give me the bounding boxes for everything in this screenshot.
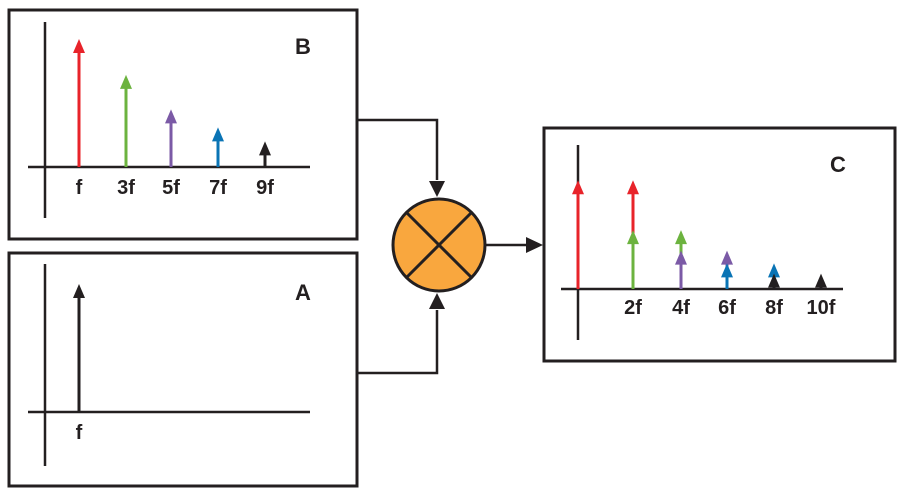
- spectral-arrowhead-icon: [627, 180, 639, 195]
- spectral-arrowhead-icon: [572, 180, 584, 195]
- tick-label-f: f: [76, 177, 83, 199]
- connector-a-to-mixer: [357, 310, 439, 375]
- panel-a-spectral-lines: [73, 284, 85, 412]
- spectral-arrowhead-icon: [120, 74, 132, 89]
- tick-label-3f: 3f: [117, 177, 135, 199]
- tick-label-f: f: [76, 422, 83, 444]
- tick-label-5f: 5f: [162, 177, 180, 199]
- panel-c-letter: C: [830, 152, 846, 177]
- spectral-arrowhead-icon: [675, 250, 687, 265]
- connector-b-to-mixer: [357, 118, 439, 180]
- tick-label-4f: 4f: [672, 297, 690, 319]
- panel-a-letter: A: [295, 280, 311, 305]
- spectral-arrowhead-icon: [259, 141, 271, 156]
- spectral-arrowhead-icon: [768, 263, 780, 278]
- spectral-arrowhead-icon: [675, 230, 687, 245]
- spectral-arrowhead-icon: [815, 273, 827, 288]
- spectral-arrowhead-icon: [212, 127, 224, 142]
- spectral-arrowhead-icon: [627, 230, 639, 245]
- spectral-arrowhead-icon: [768, 273, 780, 288]
- panel-a-frame: [7, 251, 359, 488]
- mixer: [391, 197, 487, 293]
- spectral-arrowhead-icon: [165, 109, 177, 124]
- arrowhead-down-icon: [429, 181, 445, 197]
- panel-b-spectral-lines: [73, 39, 271, 167]
- spectral-arrowhead-icon: [721, 263, 733, 278]
- signal-connectors: [357, 118, 527, 375]
- tick-label-6f: 6f: [718, 297, 736, 319]
- connector-arrowheads: [429, 181, 543, 309]
- tick-label-8f: 8f: [765, 297, 783, 319]
- spectral-arrowhead-icon: [721, 250, 733, 265]
- tick-label-10f: 10f: [807, 297, 836, 319]
- tick-label-9f: 9f: [256, 177, 274, 199]
- arrowhead-up-icon: [429, 293, 445, 309]
- multiplier-x-icon: [405, 211, 473, 279]
- panel-c: 2f 4f 6f 8f 10f C: [542, 126, 897, 363]
- spectral-arrowhead-icon: [73, 284, 85, 298]
- tick-label-7f: 7f: [209, 177, 227, 199]
- panel-c-frame: [542, 126, 897, 363]
- panel-b: f 3f 5f 7f 9f B: [7, 8, 359, 241]
- spectral-arrowhead-icon: [73, 39, 85, 53]
- arrowhead-right-icon: [526, 237, 543, 253]
- panel-c-spectral-lines: [572, 180, 827, 289]
- panel-b-letter: B: [295, 34, 311, 59]
- panel-b-tick-labels: f 3f 5f 7f 9f: [76, 177, 275, 199]
- panel-b-frame: [7, 8, 359, 241]
- panel-a: f A: [7, 251, 359, 488]
- panel-c-tick-labels: 2f 4f 6f 8f 10f: [624, 297, 836, 319]
- tick-label-2f: 2f: [624, 297, 642, 319]
